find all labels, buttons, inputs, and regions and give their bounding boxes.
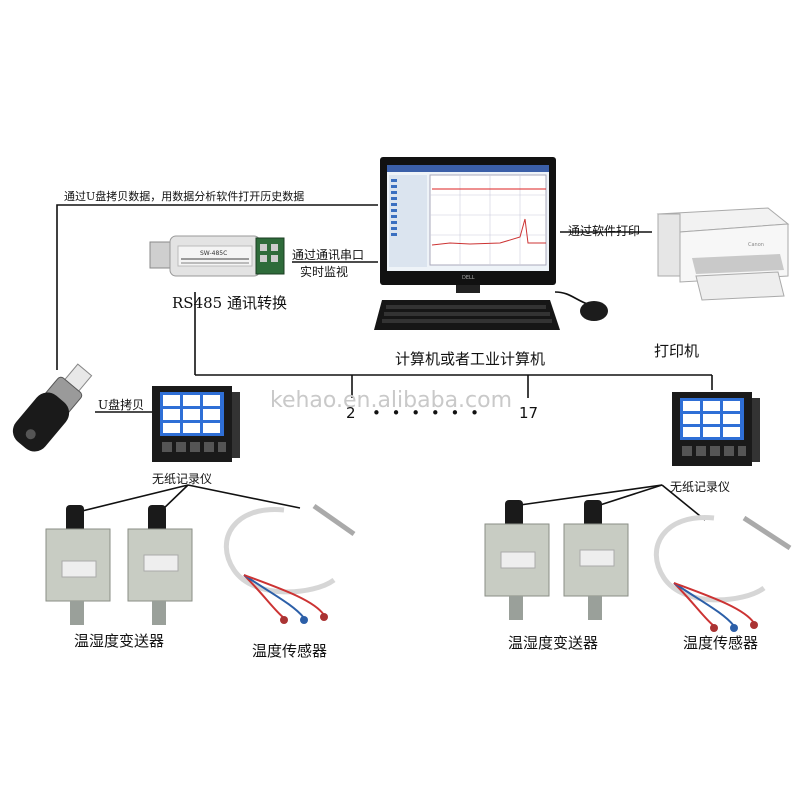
humidity-transmitter-icon-left-2: [126, 505, 200, 625]
converter-model-text: SW-485C: [200, 250, 227, 257]
paperless-recorder-icon-right: [672, 392, 760, 470]
humidity-transmitter-label-right: 温湿度变送器: [508, 634, 599, 652]
wire-left-1: [77, 484, 189, 513]
serial-monitor-label-1: 通过通讯串口: [292, 248, 365, 262]
bus-node-dots: • • • • • •: [372, 404, 482, 422]
temp-sensor-label-right: 温度传感器: [683, 634, 759, 652]
humidity-transmitter-icon-right-1: [483, 500, 557, 620]
watermark: kehao.en.alibaba.com: [270, 388, 513, 413]
wire-right-3: [661, 484, 706, 521]
wire-left-3: [187, 484, 301, 509]
humidity-transmitter-icon-right-2: [562, 500, 636, 620]
keyboard-icon: [372, 296, 562, 336]
usb-disk-copy-label: U盘拷贝: [98, 398, 145, 412]
paperless-recorder-label-left: 无纸记录仪: [152, 472, 213, 486]
printer-icon: Canon: [652, 196, 792, 306]
bus-node-end: 17: [519, 404, 539, 422]
temperature-probe-icon-right: [644, 508, 796, 638]
serial-monitor-label-2: 实时监视: [300, 265, 349, 279]
humidity-transmitter-icon-left-1: [44, 505, 118, 625]
rs485-converter-label: RS485 通讯转换: [172, 294, 287, 312]
usb-copy-label: 通过U盘拷贝数据，用数据分析软件打开历史数据: [64, 190, 305, 203]
usb-drive-icon: [10, 360, 102, 470]
paperless-recorder-icon-left: [152, 386, 240, 464]
wire-right-2: [599, 484, 663, 506]
bus-node-start: 2: [346, 404, 356, 422]
mouse-icon: [578, 298, 610, 324]
printer-label: 打印机: [654, 342, 700, 360]
computer-monitor-icon: DELL: [380, 157, 560, 297]
paperless-recorder-label-right: 无纸记录仪: [670, 480, 731, 494]
monitor-brand-text: DELL: [462, 275, 475, 281]
wire-right-1: [519, 484, 663, 506]
computer-label: 计算机或者工业计算机: [395, 350, 546, 368]
usb-data-line: [56, 204, 378, 370]
print-via-software-label: 通过软件打印: [568, 224, 641, 238]
temp-sensor-label-left: 温度传感器: [252, 642, 328, 660]
temperature-probe-icon-left: [214, 500, 364, 630]
humidity-transmitter-label-left: 温湿度变送器: [74, 632, 165, 650]
printer-brand-text: Canon: [748, 242, 764, 248]
rs485-converter-icon: SW-485C: [148, 228, 298, 284]
